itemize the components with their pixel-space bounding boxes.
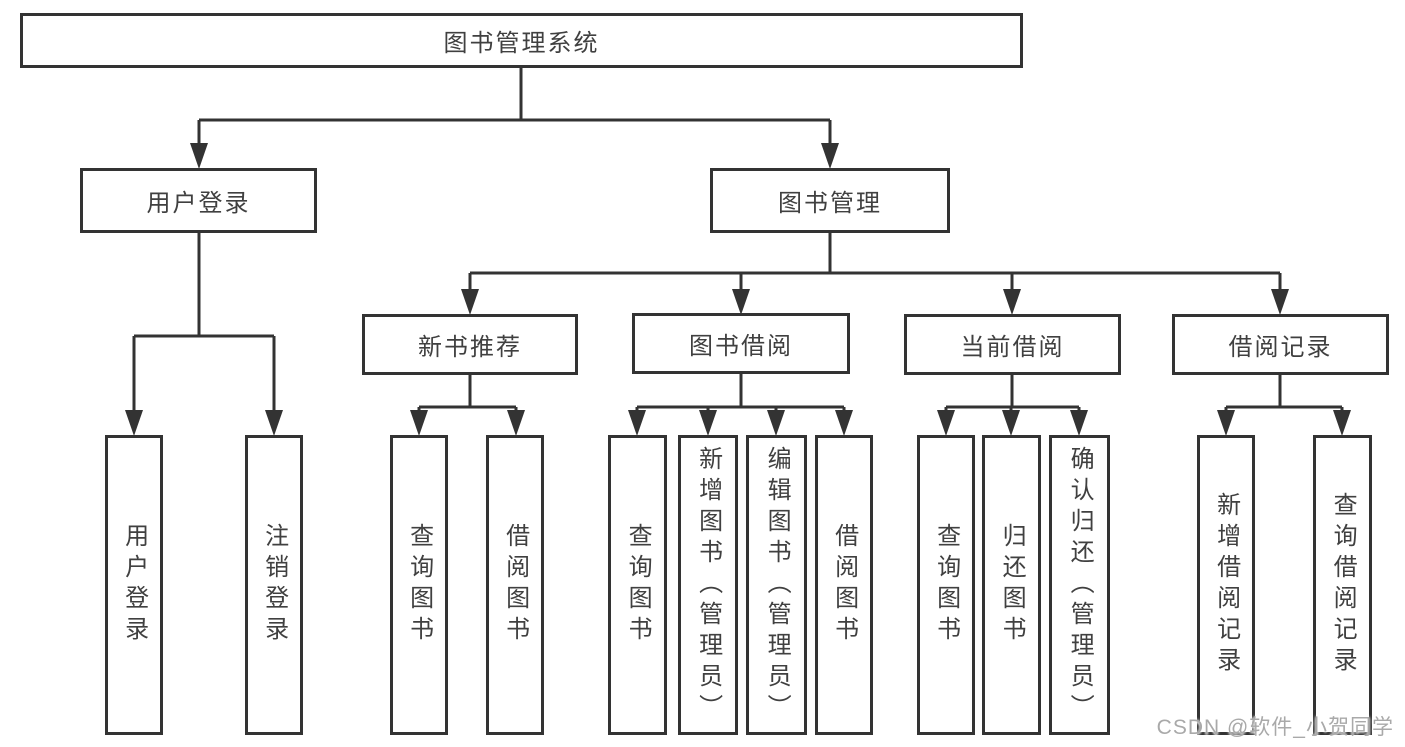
node-user-login-label: 用户登录	[146, 190, 251, 217]
connector-new-rec-to-leaves	[417, 375, 518, 411]
arrowheads	[125, 143, 1351, 436]
node-library-system: 图书管理系统	[20, 13, 1023, 68]
leaf-user-login-label: 用户登录	[120, 523, 148, 647]
connector-book-borrow-to-leaves	[635, 374, 846, 411]
node-new-book-recommend: 新书推荐	[362, 314, 578, 375]
leaf-borrow-edit-book-admin: 编辑图书（管理员）	[746, 435, 807, 735]
leaf-records-query-record-label: 查询借阅记录	[1329, 492, 1357, 678]
node-new-book-recommend-label: 新书推荐	[418, 334, 522, 361]
leaf-current-confirm-return-admin-label: 确认归还（管理员）	[1066, 445, 1094, 725]
leaf-recommend-query-book-label: 查询图书	[405, 523, 433, 647]
connector-user-login-to-leaves	[132, 232, 276, 411]
leaf-borrow-query-book-label: 查询图书	[624, 523, 652, 647]
connector-current-borrow-to-leaves	[944, 375, 1081, 411]
node-borrow-records: 借阅记录	[1172, 314, 1389, 375]
leaf-user-login: 用户登录	[105, 435, 163, 735]
connector-root-to-level2	[197, 68, 832, 144]
leaf-current-query-book-label: 查询图书	[932, 523, 960, 647]
leaf-borrow-query-book: 查询图书	[608, 435, 667, 735]
node-book-management: 图书管理	[710, 168, 950, 233]
node-book-borrow: 图书借阅	[632, 313, 850, 374]
node-library-system-label: 图书管理系统	[443, 30, 600, 57]
leaf-borrow-borrow-book-label: 借阅图书	[830, 523, 858, 647]
leaf-records-query-record: 查询借阅记录	[1313, 435, 1372, 735]
leaf-current-query-book: 查询图书	[917, 435, 975, 735]
leaf-recommend-borrow-book: 借阅图书	[486, 435, 544, 735]
connector-borrow-records-to-leaves	[1224, 375, 1344, 411]
leaf-borrow-add-book-admin-label: 新增图书（管理员）	[694, 445, 722, 725]
leaf-logout: 注销登录	[245, 435, 303, 735]
leaf-recommend-query-book: 查询图书	[390, 435, 448, 735]
leaf-records-add-record: 新增借阅记录	[1197, 435, 1255, 735]
leaf-records-add-record-label: 新增借阅记录	[1212, 492, 1240, 678]
node-user-login: 用户登录	[80, 168, 317, 233]
connector-book-mgmt-to-level3	[468, 233, 1282, 290]
leaf-recommend-borrow-book-label: 借阅图书	[501, 523, 529, 647]
leaf-current-return-book: 归还图书	[982, 435, 1041, 735]
node-book-borrow-label: 图书借阅	[689, 333, 793, 360]
leaf-current-confirm-return-admin: 确认归还（管理员）	[1049, 435, 1110, 735]
leaf-borrow-edit-book-admin-label: 编辑图书（管理员）	[763, 445, 791, 725]
leaf-logout-label: 注销登录	[260, 523, 288, 647]
node-current-borrow-label: 当前借阅	[960, 334, 1065, 361]
leaf-borrow-borrow-book: 借阅图书	[815, 435, 873, 735]
node-borrow-records-label: 借阅记录	[1228, 334, 1333, 361]
csdn-watermark: CSDN @软件_小贺同学	[1156, 716, 1394, 739]
node-current-borrow: 当前借阅	[904, 314, 1121, 375]
leaf-current-return-book-label: 归还图书	[998, 523, 1026, 647]
leaf-borrow-add-book-admin: 新增图书（管理员）	[678, 435, 738, 735]
node-book-management-label: 图书管理	[778, 190, 882, 217]
